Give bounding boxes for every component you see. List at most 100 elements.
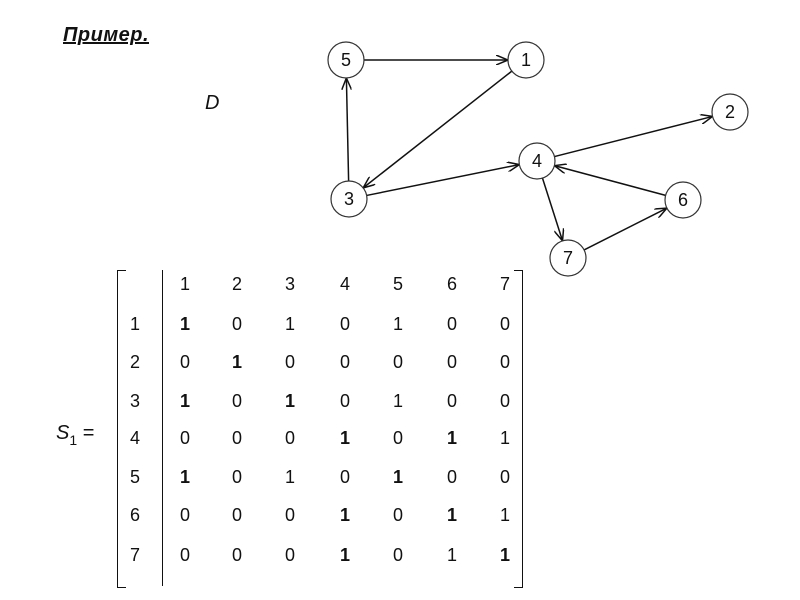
- nodes-layer: 5 1 2 4 3 6 7: [327, 41, 749, 277]
- matrix-row-header: 3: [129, 391, 140, 411]
- node-1: 1: [507, 41, 545, 79]
- matrix-cell: 1: [179, 314, 190, 334]
- matrix-column-header: 7: [499, 274, 510, 294]
- node-label: 7: [563, 248, 573, 268]
- matrix-row-header: 6: [129, 505, 140, 525]
- matrix-column-header: 5: [392, 274, 403, 294]
- matrix-cell: 0: [392, 505, 403, 525]
- matrix-cell: 0: [339, 467, 350, 487]
- matrix-cell: 1: [339, 545, 350, 565]
- matrix-name: S1 =: [56, 422, 95, 448]
- node-circle: [327, 41, 365, 79]
- matrix-row-header: 7: [129, 545, 140, 565]
- matrix-row-header: 1: [129, 314, 140, 334]
- node-label: 4: [532, 151, 542, 171]
- matrix-cell: 0: [284, 352, 295, 372]
- matrix-cell: 1: [392, 391, 403, 411]
- matrix-cell: 0: [284, 545, 295, 565]
- node-circle: [664, 181, 702, 219]
- node-3: 3: [330, 180, 368, 218]
- matrix-cell: 1: [231, 352, 242, 372]
- node-7: 7: [549, 239, 587, 277]
- node-2: 2: [711, 93, 749, 131]
- matrix-cell: 0: [499, 314, 510, 334]
- matrix-cell: 1: [499, 545, 510, 565]
- matrix-cell: 0: [231, 314, 242, 334]
- matrix-column-header: 3: [284, 274, 295, 294]
- node-circle: [507, 41, 545, 79]
- matrix-cell: 0: [231, 467, 242, 487]
- matrix-column-header: 4: [339, 274, 350, 294]
- matrix-cell: 1: [179, 391, 190, 411]
- matrix-cell: 1: [392, 467, 403, 487]
- matrix-cell: 0: [179, 505, 190, 525]
- node-label: 1: [521, 50, 531, 70]
- matrix-cell: 0: [392, 545, 403, 565]
- matrix-cell: 0: [446, 314, 457, 334]
- matrix-cell: 0: [339, 314, 350, 334]
- node-4: 4: [518, 142, 556, 180]
- node-label: 3: [344, 189, 354, 209]
- matrix-cell: 0: [179, 428, 190, 448]
- matrix-row-header: 2: [129, 352, 140, 372]
- matrix-cell: 1: [499, 428, 510, 448]
- matrix-cell: 1: [446, 505, 457, 525]
- matrix-divider: [162, 270, 163, 586]
- matrix-cell: 1: [339, 505, 350, 525]
- graph-label: D: [205, 92, 220, 114]
- node-circle: [549, 239, 587, 277]
- matrix-cell: 0: [446, 391, 457, 411]
- edge-3-5: [346, 79, 348, 182]
- matrix-subscript: 1: [69, 432, 78, 448]
- matrix-cell: 1: [392, 314, 403, 334]
- matrix-cell: 0: [499, 352, 510, 372]
- edge-7-6: [583, 209, 666, 251]
- matrix-symbol: S: [56, 422, 70, 444]
- matrix-cell: 0: [179, 352, 190, 372]
- matrix-cell: 1: [339, 428, 350, 448]
- matrix-cell: 0: [446, 467, 457, 487]
- node-6: 6: [664, 181, 702, 219]
- matrix-cell: 1: [446, 428, 457, 448]
- matrix-column-header: 6: [446, 274, 457, 294]
- matrix-cell: 0: [392, 428, 403, 448]
- matrix-cell: 0: [231, 391, 242, 411]
- edge-6-4: [555, 166, 666, 197]
- matrix-cell: 0: [499, 467, 510, 487]
- matrix-left-bracket: [117, 270, 126, 588]
- matrix-cell: 0: [499, 391, 510, 411]
- matrix-cell: 0: [339, 352, 350, 372]
- node-circle: [518, 142, 556, 180]
- matrix-cell: 0: [231, 505, 242, 525]
- node-label: 2: [725, 102, 735, 122]
- node-circle: [711, 93, 749, 131]
- matrix-right-bracket: [514, 270, 523, 588]
- matrix-cell: 1: [284, 314, 295, 334]
- edges-layer: [346, 60, 711, 251]
- matrix-column-header: 2: [231, 274, 242, 294]
- matrix-cell: 0: [339, 391, 350, 411]
- matrix-cell: 0: [446, 352, 457, 372]
- matrix-cell: 1: [284, 391, 295, 411]
- node-circle: [330, 180, 368, 218]
- matrix-cell: 1: [499, 505, 510, 525]
- node-label: 5: [341, 50, 351, 70]
- matrix-row-header: 5: [129, 467, 140, 487]
- edge-1-3: [364, 70, 513, 187]
- matrix-cell: 0: [231, 545, 242, 565]
- matrix-row-header: 4: [129, 428, 140, 448]
- matrix-cell: 0: [179, 545, 190, 565]
- edge-4-7: [541, 177, 562, 240]
- example-title: Пример.: [63, 24, 150, 46]
- matrix-equals: =: [82, 422, 95, 444]
- matrix-cell: 0: [392, 352, 403, 372]
- matrix-cell: 0: [231, 428, 242, 448]
- matrix-column-header: 1: [179, 274, 190, 294]
- node-5: 5: [327, 41, 365, 79]
- node-label: 6: [678, 190, 688, 210]
- matrix-cell: 0: [284, 428, 295, 448]
- matrix-cell: 1: [284, 467, 295, 487]
- edge-4-2: [554, 117, 711, 158]
- matrix-cell: 1: [179, 467, 190, 487]
